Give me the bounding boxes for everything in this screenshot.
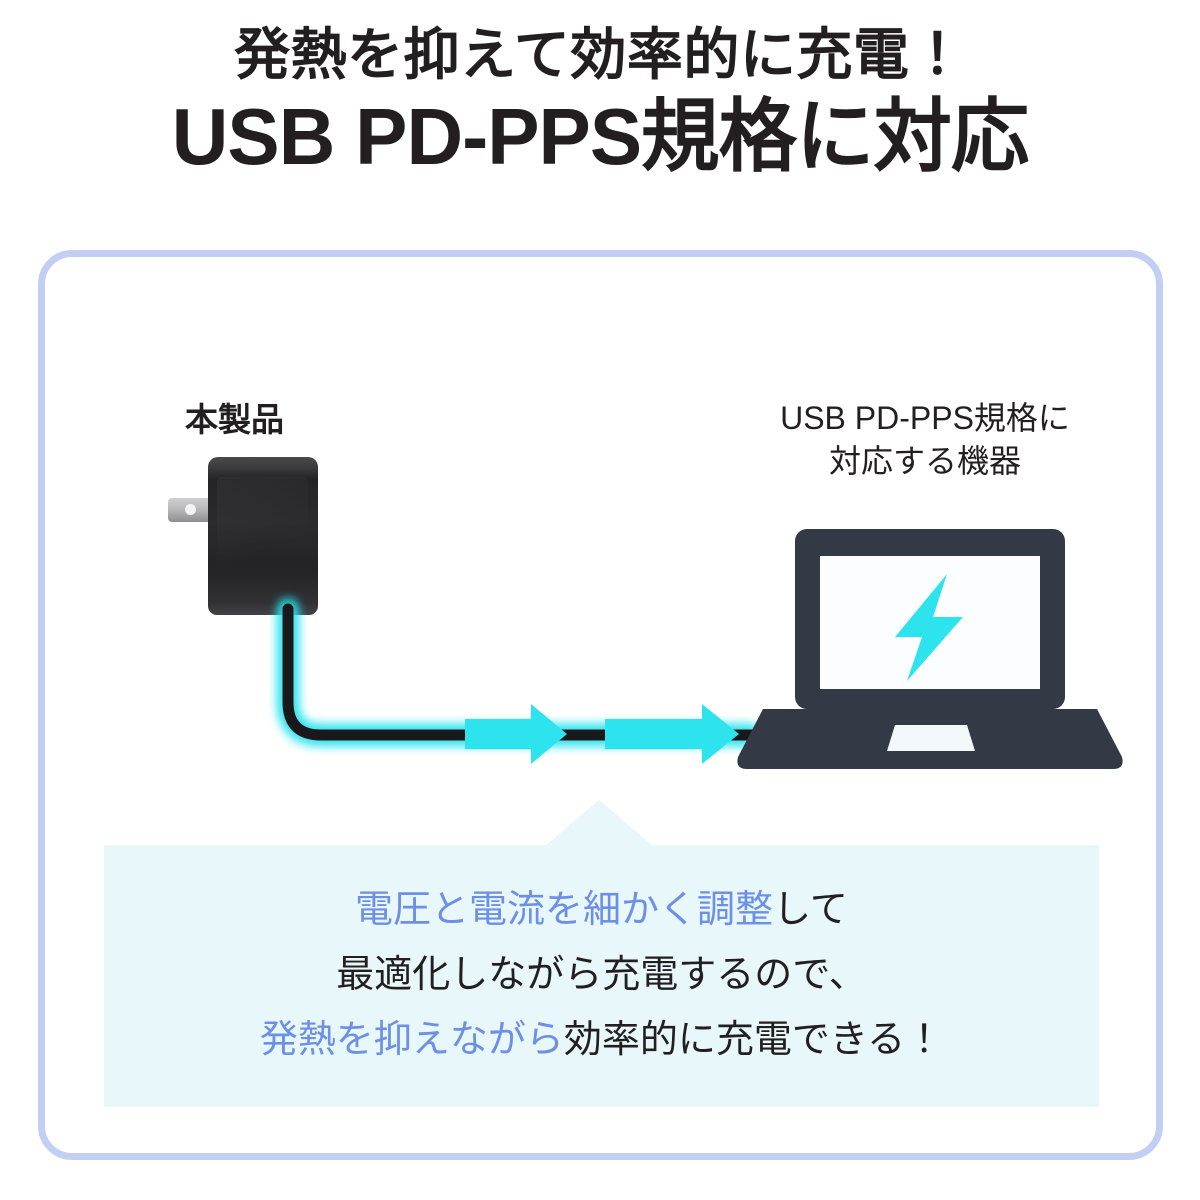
- explanation-line-1-rest: して: [773, 889, 848, 932]
- explanation-box: [104, 845, 1099, 1107]
- explanation-line-2: 最適化しながら充電するので、: [336, 954, 867, 997]
- explanation-line-3-highlight: 発熱を抑えながら: [259, 1018, 564, 1061]
- headline-subtitle: 発熱を抑えて効率的に充電！: [234, 23, 966, 86]
- right-arrow-icon: [465, 704, 567, 764]
- device-label-line-2: 対応する機器: [828, 443, 1021, 480]
- ac-adapter-icon: [168, 457, 318, 617]
- laptop-trackpad: [887, 725, 975, 751]
- cable-glow: [279, 600, 760, 744]
- explanation-line-3: 発熱を抑えながら効率的に充電できる！: [260, 1019, 943, 1063]
- laptop-icon: [737, 529, 1123, 769]
- explanation-text: 電圧と電流を細かく調整して 最適化しながら充電するので、 発熱を抑えながら効率的…: [104, 845, 1099, 1107]
- device-label-line-1: USB PD-PPS規格に: [780, 400, 1070, 436]
- headline-main-title: USB PD-PPS規格に対応: [171, 91, 1029, 181]
- callout-notch-icon: [545, 800, 653, 846]
- explanation-line-1: 電圧と電流を細かく調整して: [355, 889, 848, 933]
- lightning-bolt-icon: [895, 574, 963, 681]
- explanation-line-1-highlight: 電圧と電流を細かく調整: [355, 889, 774, 932]
- device-label: USB PD-PPS規格に 対応する機器: [745, 397, 1105, 483]
- diagram-panel: 本製品 USB PD-PPS規格に 対応する機器: [38, 250, 1163, 1160]
- cable-core: [282, 603, 763, 741]
- heading-block: 発熱を抑えて効率的に充電！ USB PD-PPS規格に対応: [0, 0, 1200, 181]
- product-label: 本製品: [185, 401, 284, 438]
- right-arrow-icon: [605, 704, 739, 764]
- ac-adapter-body: [208, 457, 318, 615]
- explanation-line-3-rest: 効率的に充電できる！: [563, 1018, 944, 1061]
